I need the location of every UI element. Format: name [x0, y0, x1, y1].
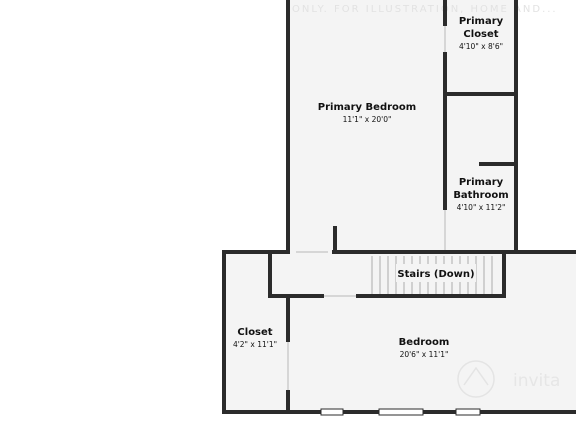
wall-stair-bottom-right [356, 294, 506, 298]
primary-bathroom-dims: 4'10" x 11'2" [457, 203, 506, 212]
primary-closet-dims: 4'10" x 8'6" [459, 42, 503, 51]
wall-upper-right [514, 0, 518, 252]
wall-bedroom-divider-upper [443, 0, 447, 26]
door-closet [287, 342, 289, 390]
wall-closet-bath-divider [443, 92, 518, 96]
room-primary-bathroom-label: Primary Bathroom 4'10" x 11'2" [453, 177, 508, 212]
closet-name: Closet [237, 327, 272, 338]
wall-bedroom-stub [333, 226, 337, 252]
window-3 [455, 408, 481, 416]
watermark-text: ONLY. FOR ILLUSTRATION, HOME AND... [292, 4, 558, 15]
primary-closet-name-line1: Primary [459, 16, 504, 27]
window-2 [378, 408, 424, 416]
bedroom-name: Bedroom [399, 337, 450, 348]
primary-bathroom-name-line2: Bathroom [453, 190, 508, 201]
wall-bath-stub [479, 162, 518, 166]
primary-bedroom-dims: 11'1" x 20'0" [343, 115, 392, 124]
wall-stair-bottom-left [268, 294, 324, 298]
stairs-label: Stairs (Down) [397, 269, 474, 280]
door-primary-closet [444, 26, 446, 52]
stair-label-backdrop [396, 264, 476, 282]
wall-stair-right [502, 252, 506, 298]
primary-closet-name-line2: Closet [463, 29, 498, 40]
primary-bedroom-name: Primary Bedroom [318, 102, 416, 113]
closet-dims: 4'2" x 11'1" [233, 340, 277, 349]
bedroom-dims: 20'6" x 11'1" [400, 350, 449, 359]
wall-lower-top-left [222, 250, 290, 254]
wall-upper-left [286, 0, 290, 252]
door-openings [287, 26, 446, 390]
wall-lower-top-right [332, 250, 576, 254]
room-primary-closet-label: Primary Closet 4'10" x 8'6" [459, 16, 504, 51]
door-primary-bedroom [296, 251, 328, 253]
room-bedroom-label: Bedroom 20'6" x 11'1" [399, 337, 450, 359]
room-closet-label: Closet 4'2" x 11'1" [233, 327, 277, 349]
door-primary-bathroom [444, 210, 446, 250]
upper-floor-area [289, 0, 517, 252]
invita-logo-icon [457, 360, 495, 398]
wall-bedroom-divider-mid [443, 52, 447, 210]
wall-closet-divider-upper [286, 296, 290, 342]
wall-lower-left [222, 250, 226, 414]
wall-closet-divider-lower [286, 390, 290, 412]
window-1 [320, 408, 344, 416]
windows [320, 408, 481, 416]
wall-stair-left [268, 252, 272, 298]
primary-bathroom-name-line1: Primary [459, 177, 504, 188]
brand-watermark-text: invita [513, 371, 560, 391]
room-primary-bedroom-label: Primary Bedroom 11'1" x 20'0" [318, 102, 416, 124]
door-stairs-bedroom [324, 295, 356, 297]
